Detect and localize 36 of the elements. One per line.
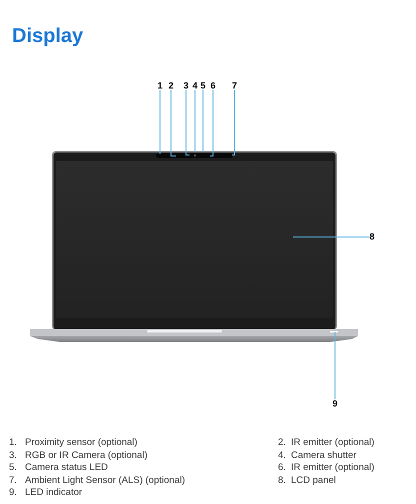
list-number: 4. [278, 450, 286, 462]
list-number: 9. [9, 487, 17, 500]
callout-number: 1 [158, 81, 162, 90]
page-title: Display [12, 26, 84, 46]
callout-number: 9 [332, 399, 338, 408]
leader-line [210, 90, 214, 156]
list-number: 5. [9, 462, 17, 474]
leader-line [334, 332, 336, 400]
callout-number: 3 [184, 81, 188, 90]
callout-number: 5 [200, 81, 206, 90]
part-description: IR emitter (optional) [291, 462, 374, 474]
part-description: Ambient Light Sensor (ALS) (optional) [25, 474, 185, 487]
part-description: RGB or IR Camera (optional) [25, 450, 148, 462]
callout-number: 6 [210, 81, 216, 90]
list-number: 2. [278, 437, 286, 450]
leader-line [232, 90, 235, 156]
leader-line [186, 90, 190, 156]
callout-number: 7 [232, 81, 237, 90]
part-description: IR emitter (optional) [291, 437, 374, 450]
part-description: Camera status LED [25, 462, 108, 474]
list-number: 1. [9, 437, 17, 450]
callout-number: 8 [370, 232, 374, 242]
list-number: 8. [278, 474, 286, 487]
part-description: Camera shutter [291, 450, 356, 462]
leader-line [194, 90, 196, 152]
leader-line [292, 236, 370, 238]
callout-number: 4 [192, 81, 198, 90]
part-description: LCD panel [291, 474, 336, 487]
list-number: 6. [278, 462, 286, 474]
part-description: Proximity sensor (optional) [25, 437, 138, 450]
list-number: 7. [9, 474, 17, 487]
part-description: LED indicator [25, 487, 82, 500]
leader-line [202, 90, 204, 152]
list-number: 3. [9, 450, 17, 462]
leader-line [170, 90, 176, 156]
callout-number: 2 [168, 81, 174, 90]
